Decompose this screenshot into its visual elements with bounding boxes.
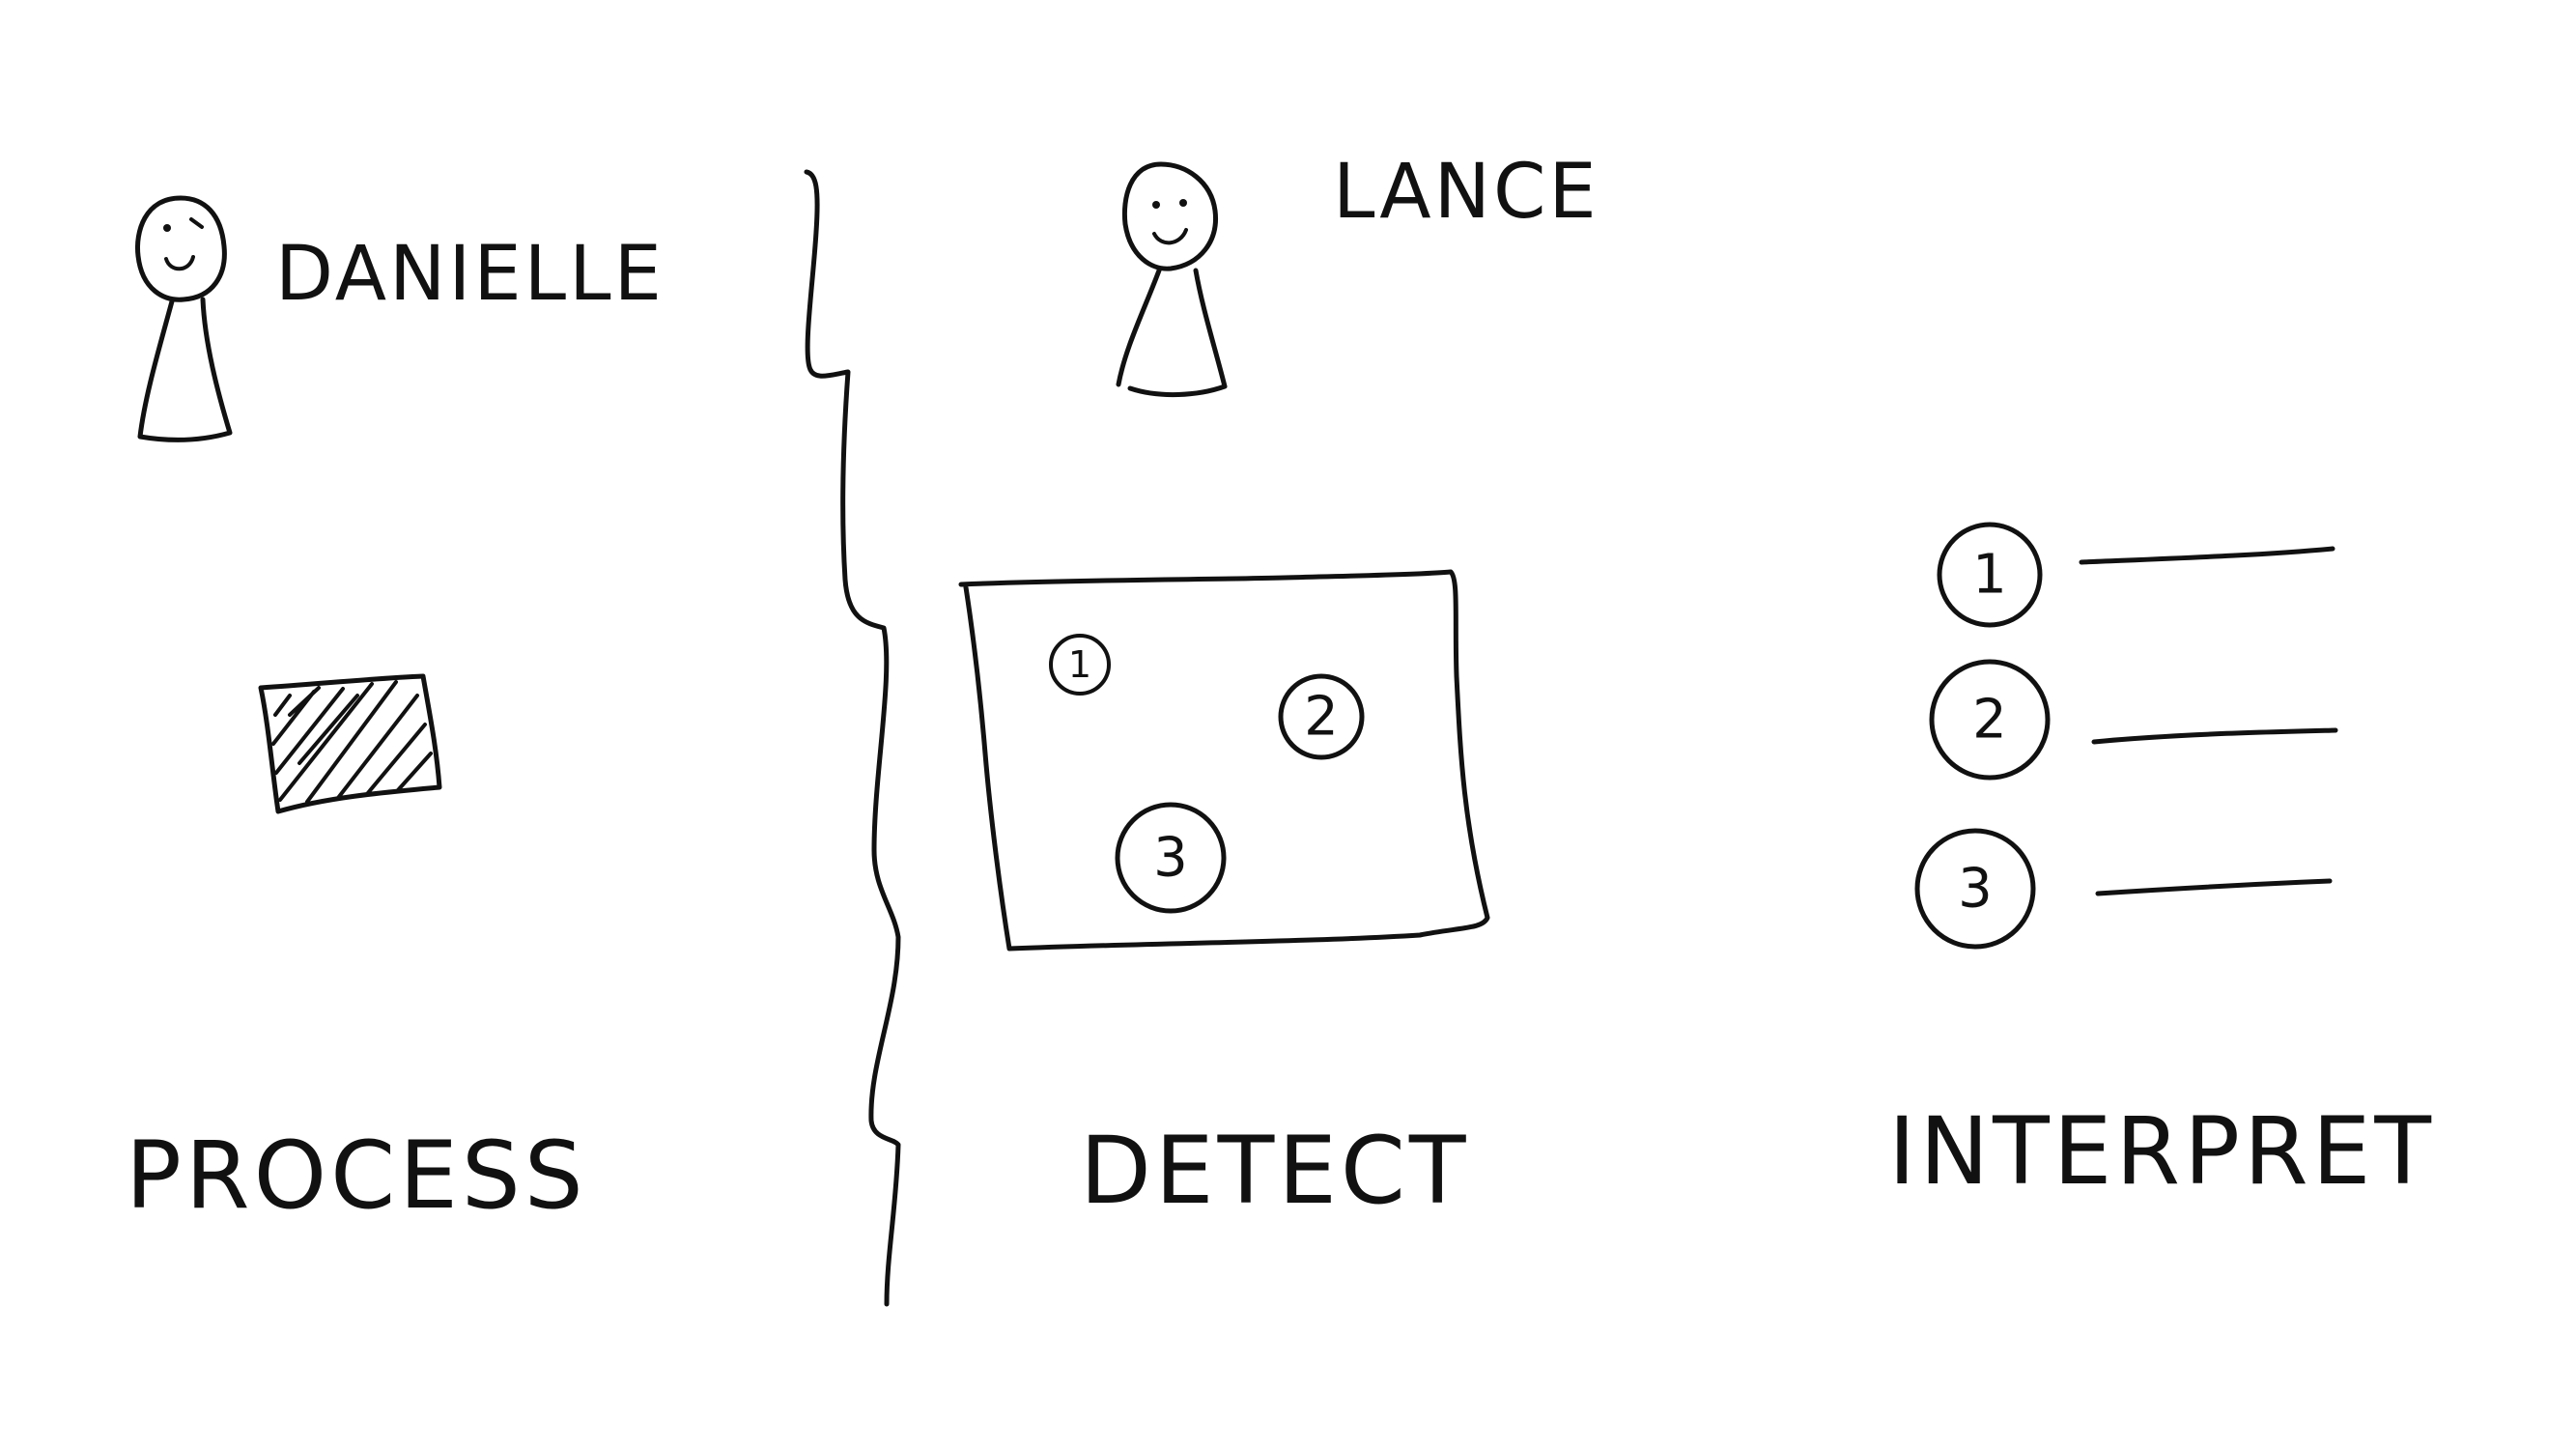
stage-process-label: PROCESS	[126, 1122, 587, 1230]
detect-marker-2: 2	[1278, 673, 1365, 760]
detect-marker-1-label: 1	[1068, 643, 1091, 686]
danielle-figure-icon	[135, 195, 233, 442]
detect-marker-3-label: 3	[1153, 827, 1188, 890]
detect-marker-1: 1	[1049, 634, 1111, 696]
stage-interpret-label: INTERPRET	[1888, 1097, 2435, 1206]
interpret-item-2-label: 2	[1972, 689, 2007, 752]
detect-marker-2-label: 2	[1304, 686, 1339, 749]
interpret-item-1-label: 1	[1972, 544, 2007, 607]
processed-image-icon	[258, 673, 442, 814]
interpret-item-1: 1	[1937, 522, 2335, 628]
interpret-item-3: 3	[1914, 828, 2333, 950]
stage-detect-label: DETECT	[1080, 1117, 1470, 1225]
lance-figure-icon	[1116, 161, 1228, 398]
divider-line	[804, 169, 901, 1307]
interpret-item-2: 2	[1929, 659, 2338, 781]
detect-marker-3: 3	[1115, 802, 1227, 914]
interpret-item-3-label: 3	[1958, 858, 1993, 921]
danielle-name: DANIELLE	[275, 231, 665, 318]
detect-frame	[958, 569, 1490, 952]
lance-name: LANCE	[1333, 149, 1599, 236]
